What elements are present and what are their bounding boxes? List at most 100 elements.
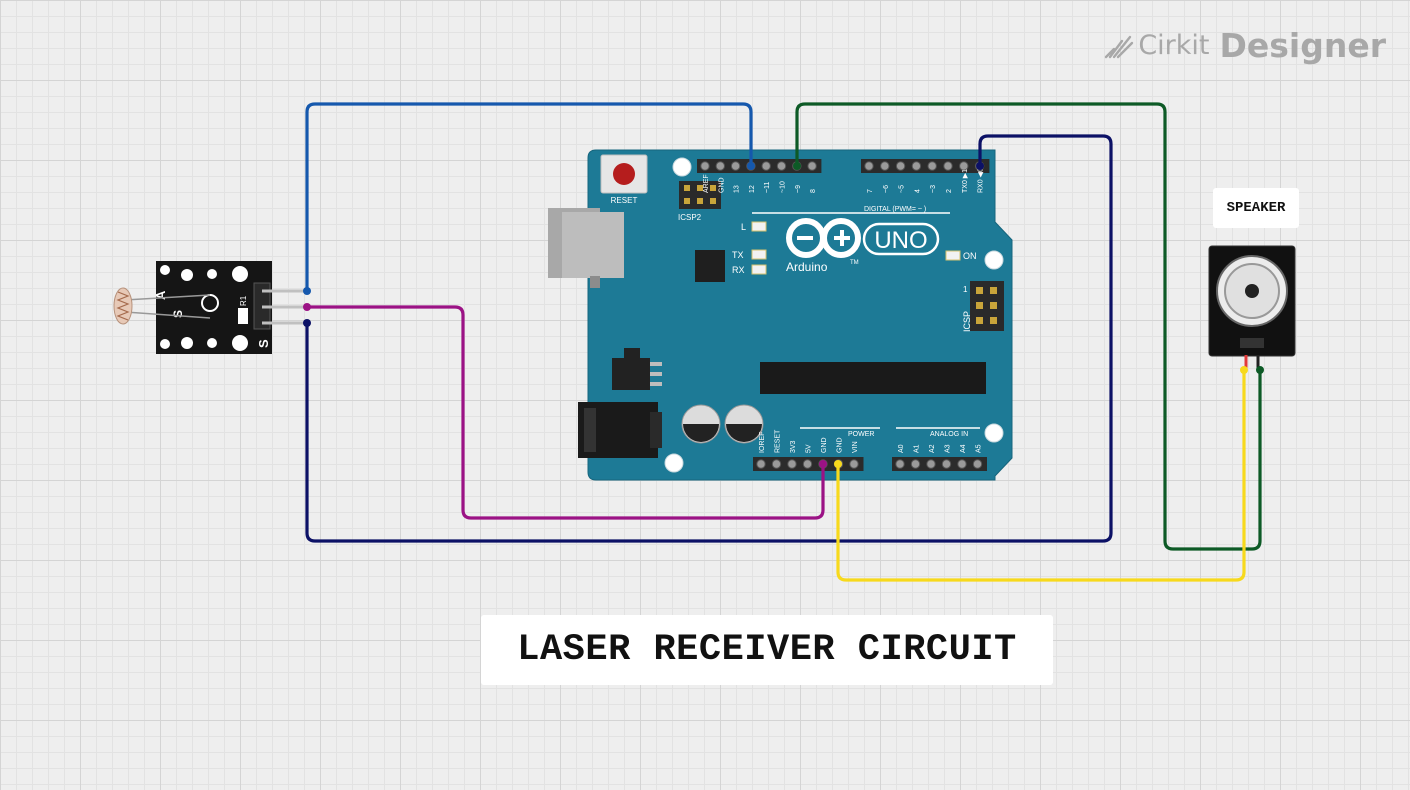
pin-label: ~6 (883, 185, 890, 193)
pin-label: RX0 ◀0 (978, 168, 985, 193)
pin-label: ~11 (764, 182, 771, 193)
uno-badge (862, 222, 940, 256)
photoresistor-lead (124, 294, 211, 301)
wire-yellow-gnd[interactable] (836, 368, 1246, 582)
pin-label: A4 (960, 444, 967, 453)
header-pin[interactable] (895, 161, 906, 171)
icsp-header (970, 281, 1004, 331)
header-pin[interactable] (911, 161, 922, 171)
led-on-label: ON (963, 251, 977, 261)
pin-label: ~10 (780, 181, 787, 193)
icsp2-header (679, 181, 721, 209)
power-header: IOREF RESET 3V3 5V GND GND VIN (753, 429, 864, 471)
header-pin[interactable] (807, 161, 817, 171)
header-pin[interactable] (957, 459, 967, 469)
pin-label: ~9 (795, 185, 802, 193)
mounting-hole (984, 250, 1004, 270)
pin-label: GND (837, 437, 844, 453)
led-rx (751, 264, 767, 275)
pin-label: A0 (898, 444, 905, 453)
pin-label: 7 (867, 189, 874, 193)
led-tx-label: TX (732, 250, 744, 260)
pin-label: 3V3 (790, 440, 797, 453)
cirkit-designer-logo: Cirkit Designer (1104, 26, 1386, 65)
microcontroller-chip (760, 362, 986, 394)
header-pin[interactable] (776, 161, 787, 171)
sensor-r1-label: R1 (239, 295, 248, 306)
pin-label: ~3 (930, 185, 937, 193)
pin-label: A5 (976, 444, 983, 453)
wire-green-d11[interactable] (795, 102, 1262, 551)
mounting-hole (984, 423, 1004, 443)
light-sensor-module[interactable]: A S R1 S (113, 261, 307, 354)
mounting-hole (664, 453, 684, 473)
led-l-label: L (741, 222, 746, 232)
wire-blue-gnd[interactable] (305, 102, 753, 293)
pin-label: VIN (852, 441, 859, 453)
header-pin[interactable] (959, 161, 969, 171)
reset-label: RESET (611, 196, 638, 205)
header-pin[interactable] (761, 161, 771, 171)
wire-purple-5v[interactable] (305, 305, 825, 520)
header-pin[interactable] (771, 459, 782, 469)
header-pin[interactable] (715, 161, 725, 171)
voltage-regulator (612, 348, 662, 390)
header-pin[interactable] (756, 459, 766, 469)
pin-label: 8 (810, 189, 817, 193)
pin-label: RESET (775, 429, 782, 453)
reset-button[interactable] (600, 154, 648, 194)
pin-label: AREF (703, 174, 710, 193)
mounting-hole (672, 157, 692, 177)
trademark-mark: TM (850, 260, 859, 266)
usb-port (548, 208, 624, 288)
board-outline (587, 149, 1013, 481)
sensor-pin-label: S (171, 310, 185, 318)
header-pin[interactable] (972, 459, 983, 469)
pin-label: A1 (914, 444, 921, 453)
speaker-connector (1240, 338, 1264, 348)
header-pin[interactable] (849, 459, 859, 469)
resistor-smd (238, 308, 248, 324)
led-tx (751, 249, 767, 260)
header-pin[interactable] (941, 459, 952, 469)
header-pin[interactable] (864, 161, 874, 171)
photoresistor (113, 287, 133, 325)
small-chip (695, 250, 725, 282)
led-l (751, 221, 767, 232)
header-strip (892, 457, 987, 471)
icsp2-label: ICSP2 (678, 213, 702, 222)
header-pin[interactable] (730, 161, 741, 171)
wires (305, 102, 1262, 582)
header-strip (697, 159, 822, 173)
header-strip (861, 159, 990, 173)
header-pin[interactable] (910, 459, 921, 469)
header-pin[interactable] (943, 161, 953, 171)
header-pin[interactable] (895, 459, 905, 469)
pin-label: 5V (806, 444, 813, 453)
header-pin[interactable] (802, 459, 813, 469)
header-pin[interactable] (787, 459, 797, 469)
pin-label: A2 (929, 444, 936, 453)
digital-label: DIGITAL (PWM= ~ ) (864, 206, 926, 213)
header-pin[interactable] (926, 459, 936, 469)
pencil-logo-icon (1105, 35, 1134, 58)
wire-endpoints (303, 162, 1264, 468)
led-on (945, 250, 961, 261)
pin-label: TX0 ▶1 (962, 169, 969, 193)
brand-cirkit-text: Cirkit (1138, 30, 1210, 61)
pin-label: IOREF (759, 432, 766, 453)
led-rx-label: RX (732, 265, 745, 275)
speaker[interactable] (1208, 245, 1296, 369)
header-pin[interactable] (880, 161, 890, 171)
icsp-label: ICSP (962, 311, 972, 332)
pin-label: GND (821, 437, 828, 453)
header-pin[interactable] (927, 161, 937, 171)
wire-navy-d0[interactable] (305, 134, 1113, 543)
uno-label: UNO (874, 227, 927, 254)
arduino-infinity-logo-icon (786, 218, 861, 258)
icsp-pin1-label: 1 (963, 285, 968, 294)
header-pin[interactable] (700, 161, 710, 171)
